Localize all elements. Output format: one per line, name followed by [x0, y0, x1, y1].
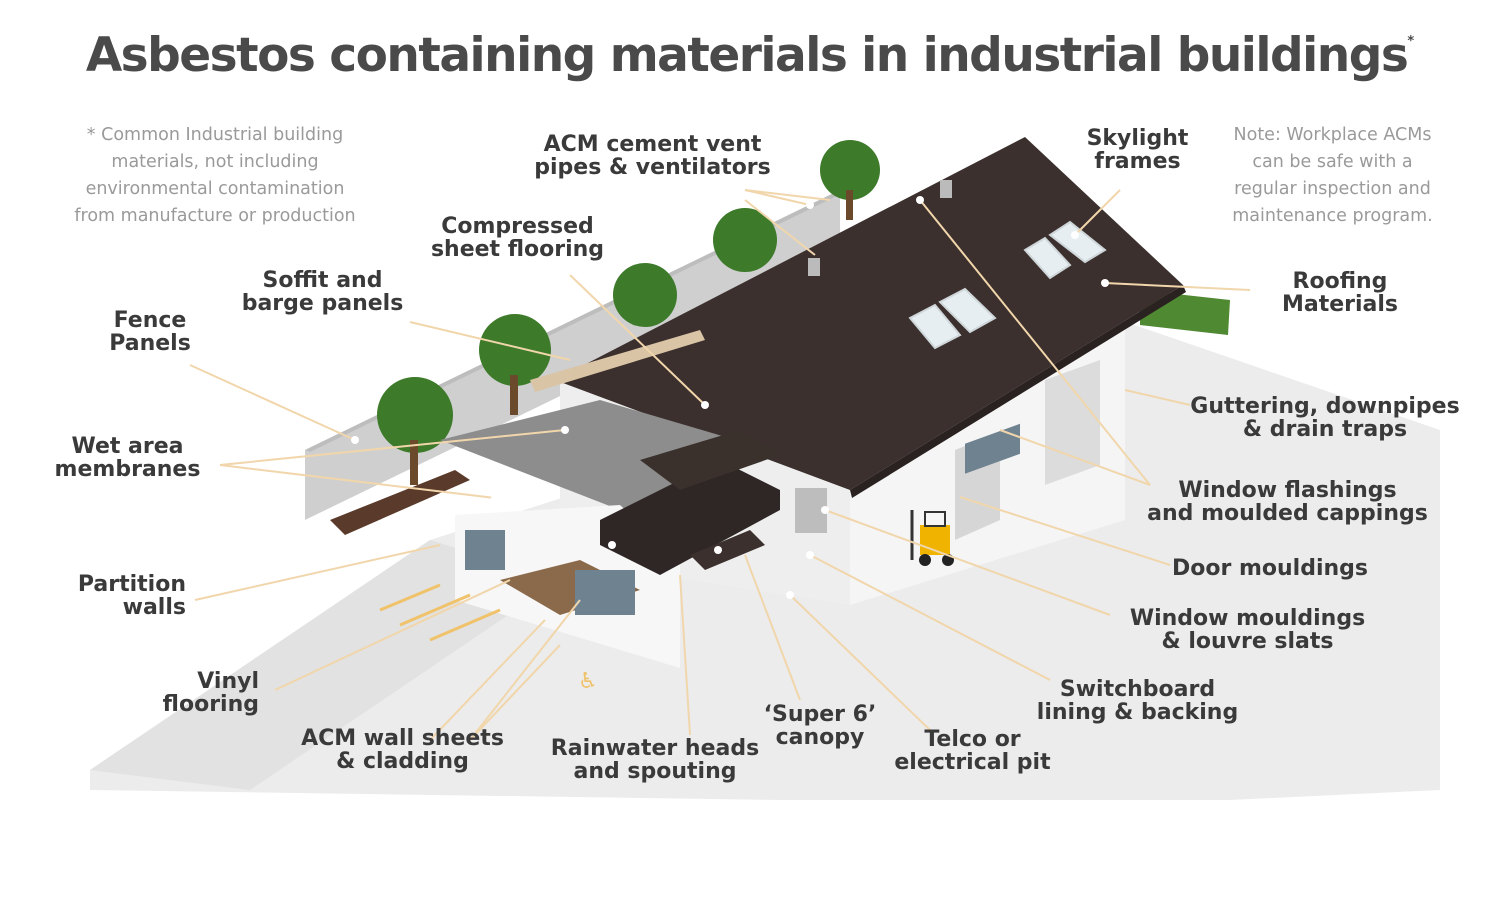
footnote-left: * Common Industrial building materials, …: [74, 125, 356, 226]
barge-panel: [530, 330, 705, 392]
note-right: Note: Workplace ACMs can be safe with a …: [1232, 125, 1433, 226]
label-compressed-sheet-flooring: Compressed sheet flooring: [430, 214, 605, 262]
planter-box: [330, 470, 470, 535]
roof-vents: [808, 180, 952, 276]
label-super6-canopy: ‘Super 6’ canopy: [763, 702, 877, 750]
title-text: Asbestos containing materials in industr…: [85, 28, 1409, 83]
label-rainwater-heads: Rainwater heads and spouting: [550, 736, 760, 784]
label-switchboard: Switchboard lining & backing: [1036, 677, 1239, 725]
roof-edge: [850, 285, 1186, 498]
label-window-mouldings: Window mouldings & louvre slats: [1129, 606, 1366, 654]
garage-door-1: [1045, 360, 1100, 485]
label-guttering: Guttering, downpipes & drain traps: [1190, 394, 1460, 442]
label-vent-pipes: ACM cement vent pipes & ventilators: [534, 132, 771, 180]
label-vinyl-flooring: Vinyl flooring: [162, 669, 259, 717]
roof-main: [555, 137, 1183, 490]
trees: [377, 140, 880, 485]
label-window-flashings: Window flashings and moulded cappings: [1147, 478, 1428, 526]
skylights: [908, 220, 1107, 350]
ground-shadow: [90, 540, 560, 790]
label-roofing-materials: Roofing Materials: [1281, 269, 1399, 317]
upper-block-dark: [640, 430, 780, 490]
page-title: Asbestos containing materials in industr…: [0, 28, 1500, 83]
accessible-icon: ♿: [578, 669, 598, 694]
leader-lines: [189, 189, 1251, 741]
label-soffit-barge-panels: Soffit and barge panels: [241, 268, 404, 316]
label-acm-wall-sheets: ACM wall sheets & cladding: [301, 726, 504, 774]
label-fence-panels: Fence Panels: [109, 308, 191, 356]
windows-right: [965, 423, 1020, 474]
label-telco-pit: Telco or electrical pit: [894, 727, 1051, 775]
label-skylight-frames: Skylight frames: [1086, 126, 1189, 174]
front-windows: [465, 530, 635, 615]
label-partition-walls: Partition walls: [77, 572, 186, 620]
title-footnote-mark: *: [1407, 34, 1415, 49]
parking-lines: [379, 583, 501, 642]
super6-canopy: [690, 530, 765, 570]
leader-dots: [351, 196, 1109, 599]
label-wet-area-membranes: Wet area membranes: [54, 434, 201, 482]
canopy-dark: [600, 460, 780, 575]
label-door-mouldings: Door mouldings: [1171, 556, 1369, 581]
